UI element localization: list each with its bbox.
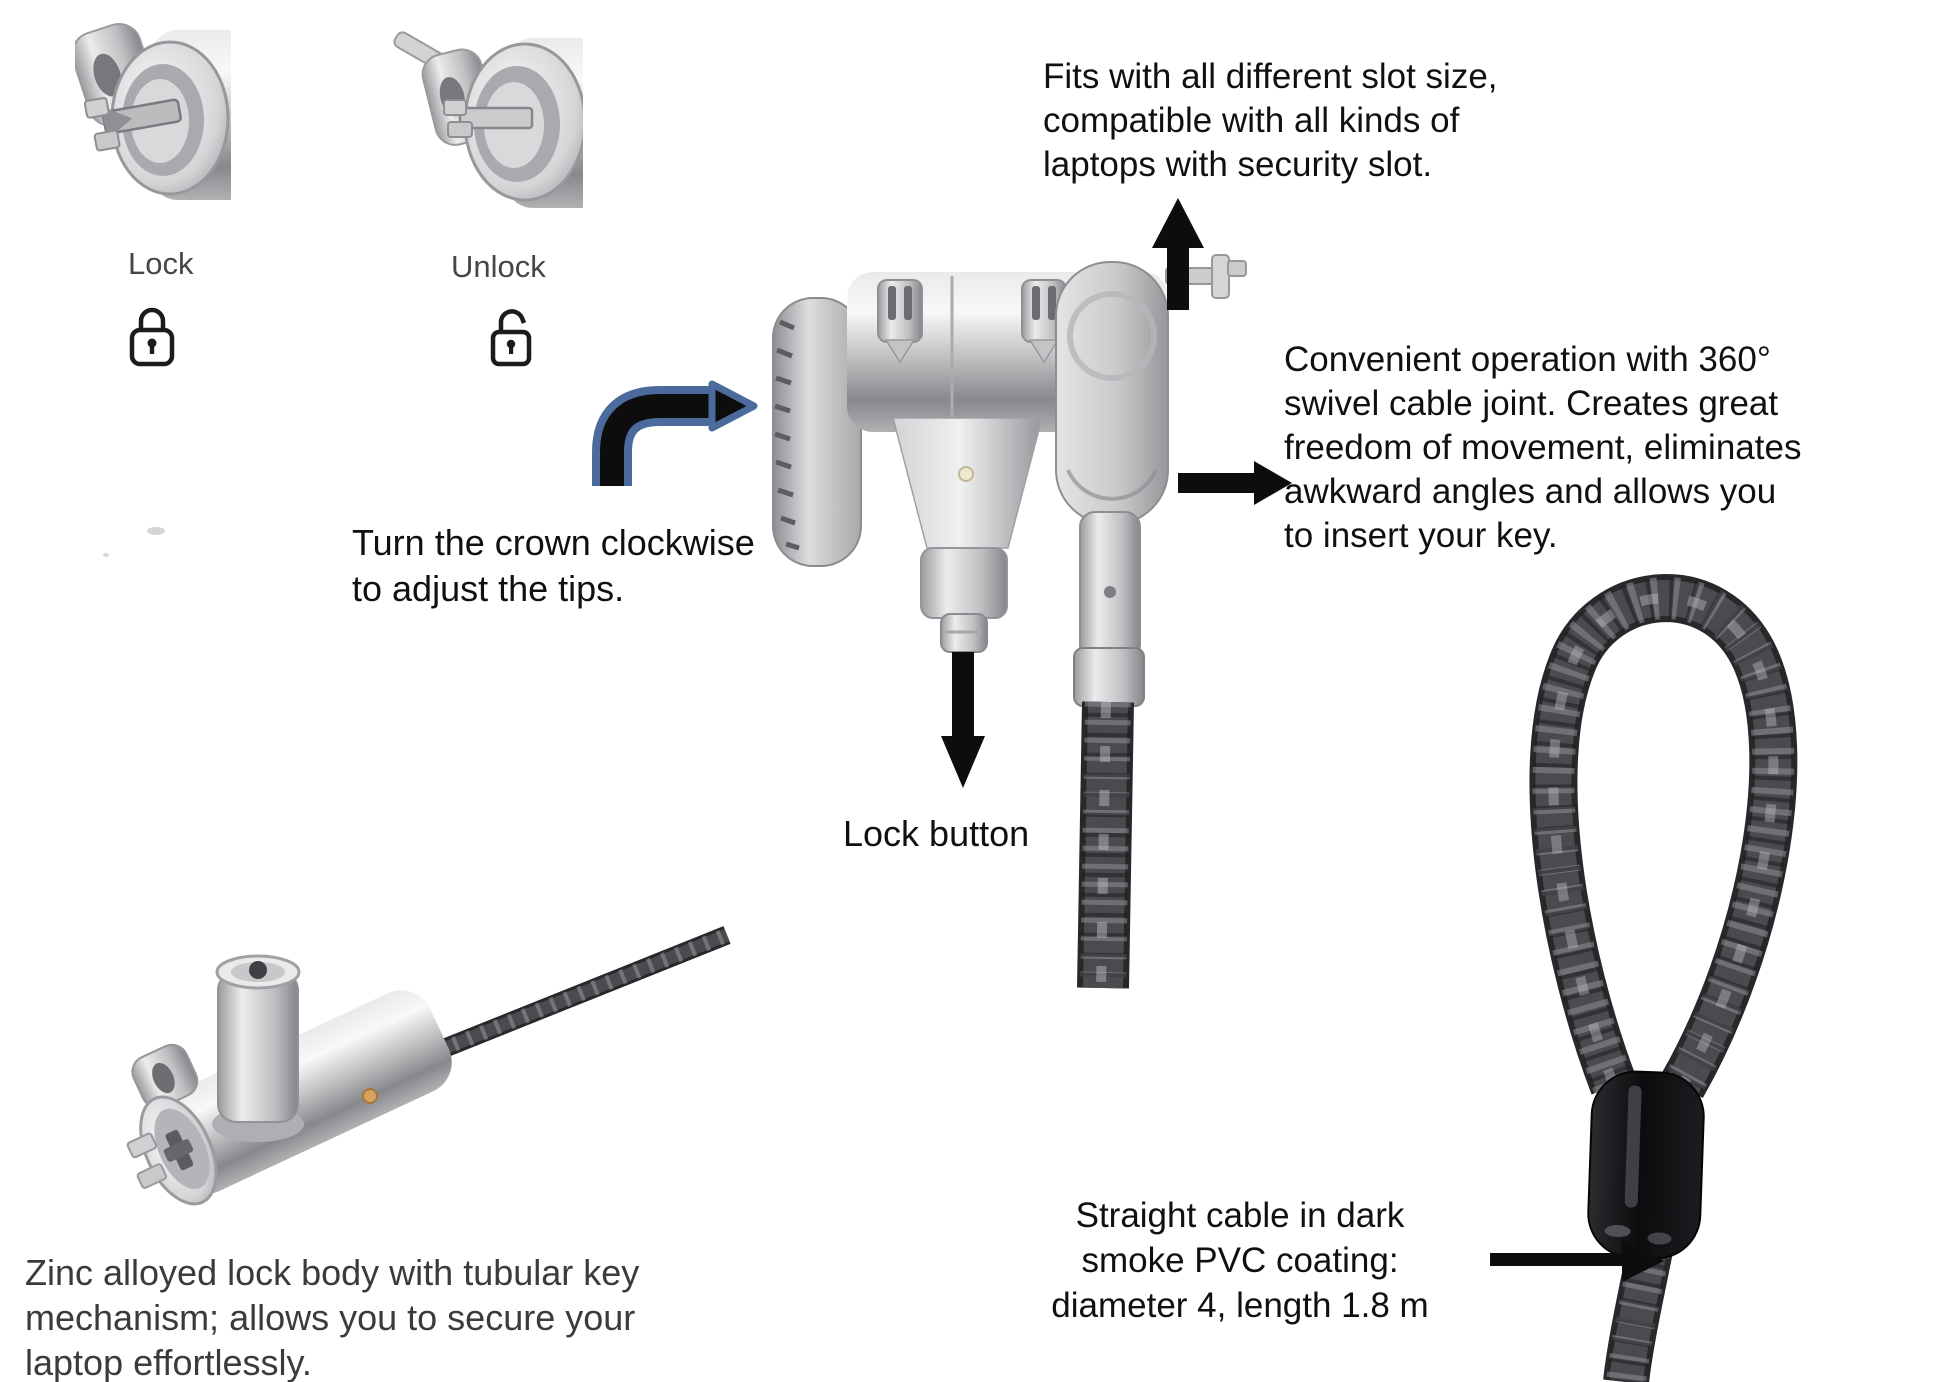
up-arrow [1152,198,1204,310]
crown-annotation: Turn the crown clockwise to adjust the t… [352,522,755,609]
slot-fit-annotation: Fits with all different slot size, compa… [1043,57,1498,184]
down-arrow [941,652,985,788]
swivel-annotation: Convenient operation with 360° swivel ca… [1284,340,1802,555]
cable-spec-arrow [1490,1240,1664,1282]
photo-lock-body [126,926,731,1206]
lock-button-annotation: Lock button [843,813,1030,854]
photo-unlock-state [393,31,583,208]
artifact-smudge [147,527,165,535]
lock-icon [129,307,175,367]
unlock-caption: Unlock [451,249,546,284]
cable-spec-annotation: Straight cable in dark smoke PVC coating… [1051,1196,1429,1325]
zinc-body-annotation: Zinc alloyed lock body with tubular key … [25,1252,640,1382]
unlock-icon [490,309,532,367]
artifact-dot [103,553,109,557]
photo-lock-head [772,254,1247,989]
curved-clockwise-arrow [592,380,758,486]
right-arrow [1178,461,1292,505]
photo-lock-state [75,23,231,200]
lock-caption: Lock [128,246,194,281]
pvc-ferrule [1587,1070,1705,1260]
